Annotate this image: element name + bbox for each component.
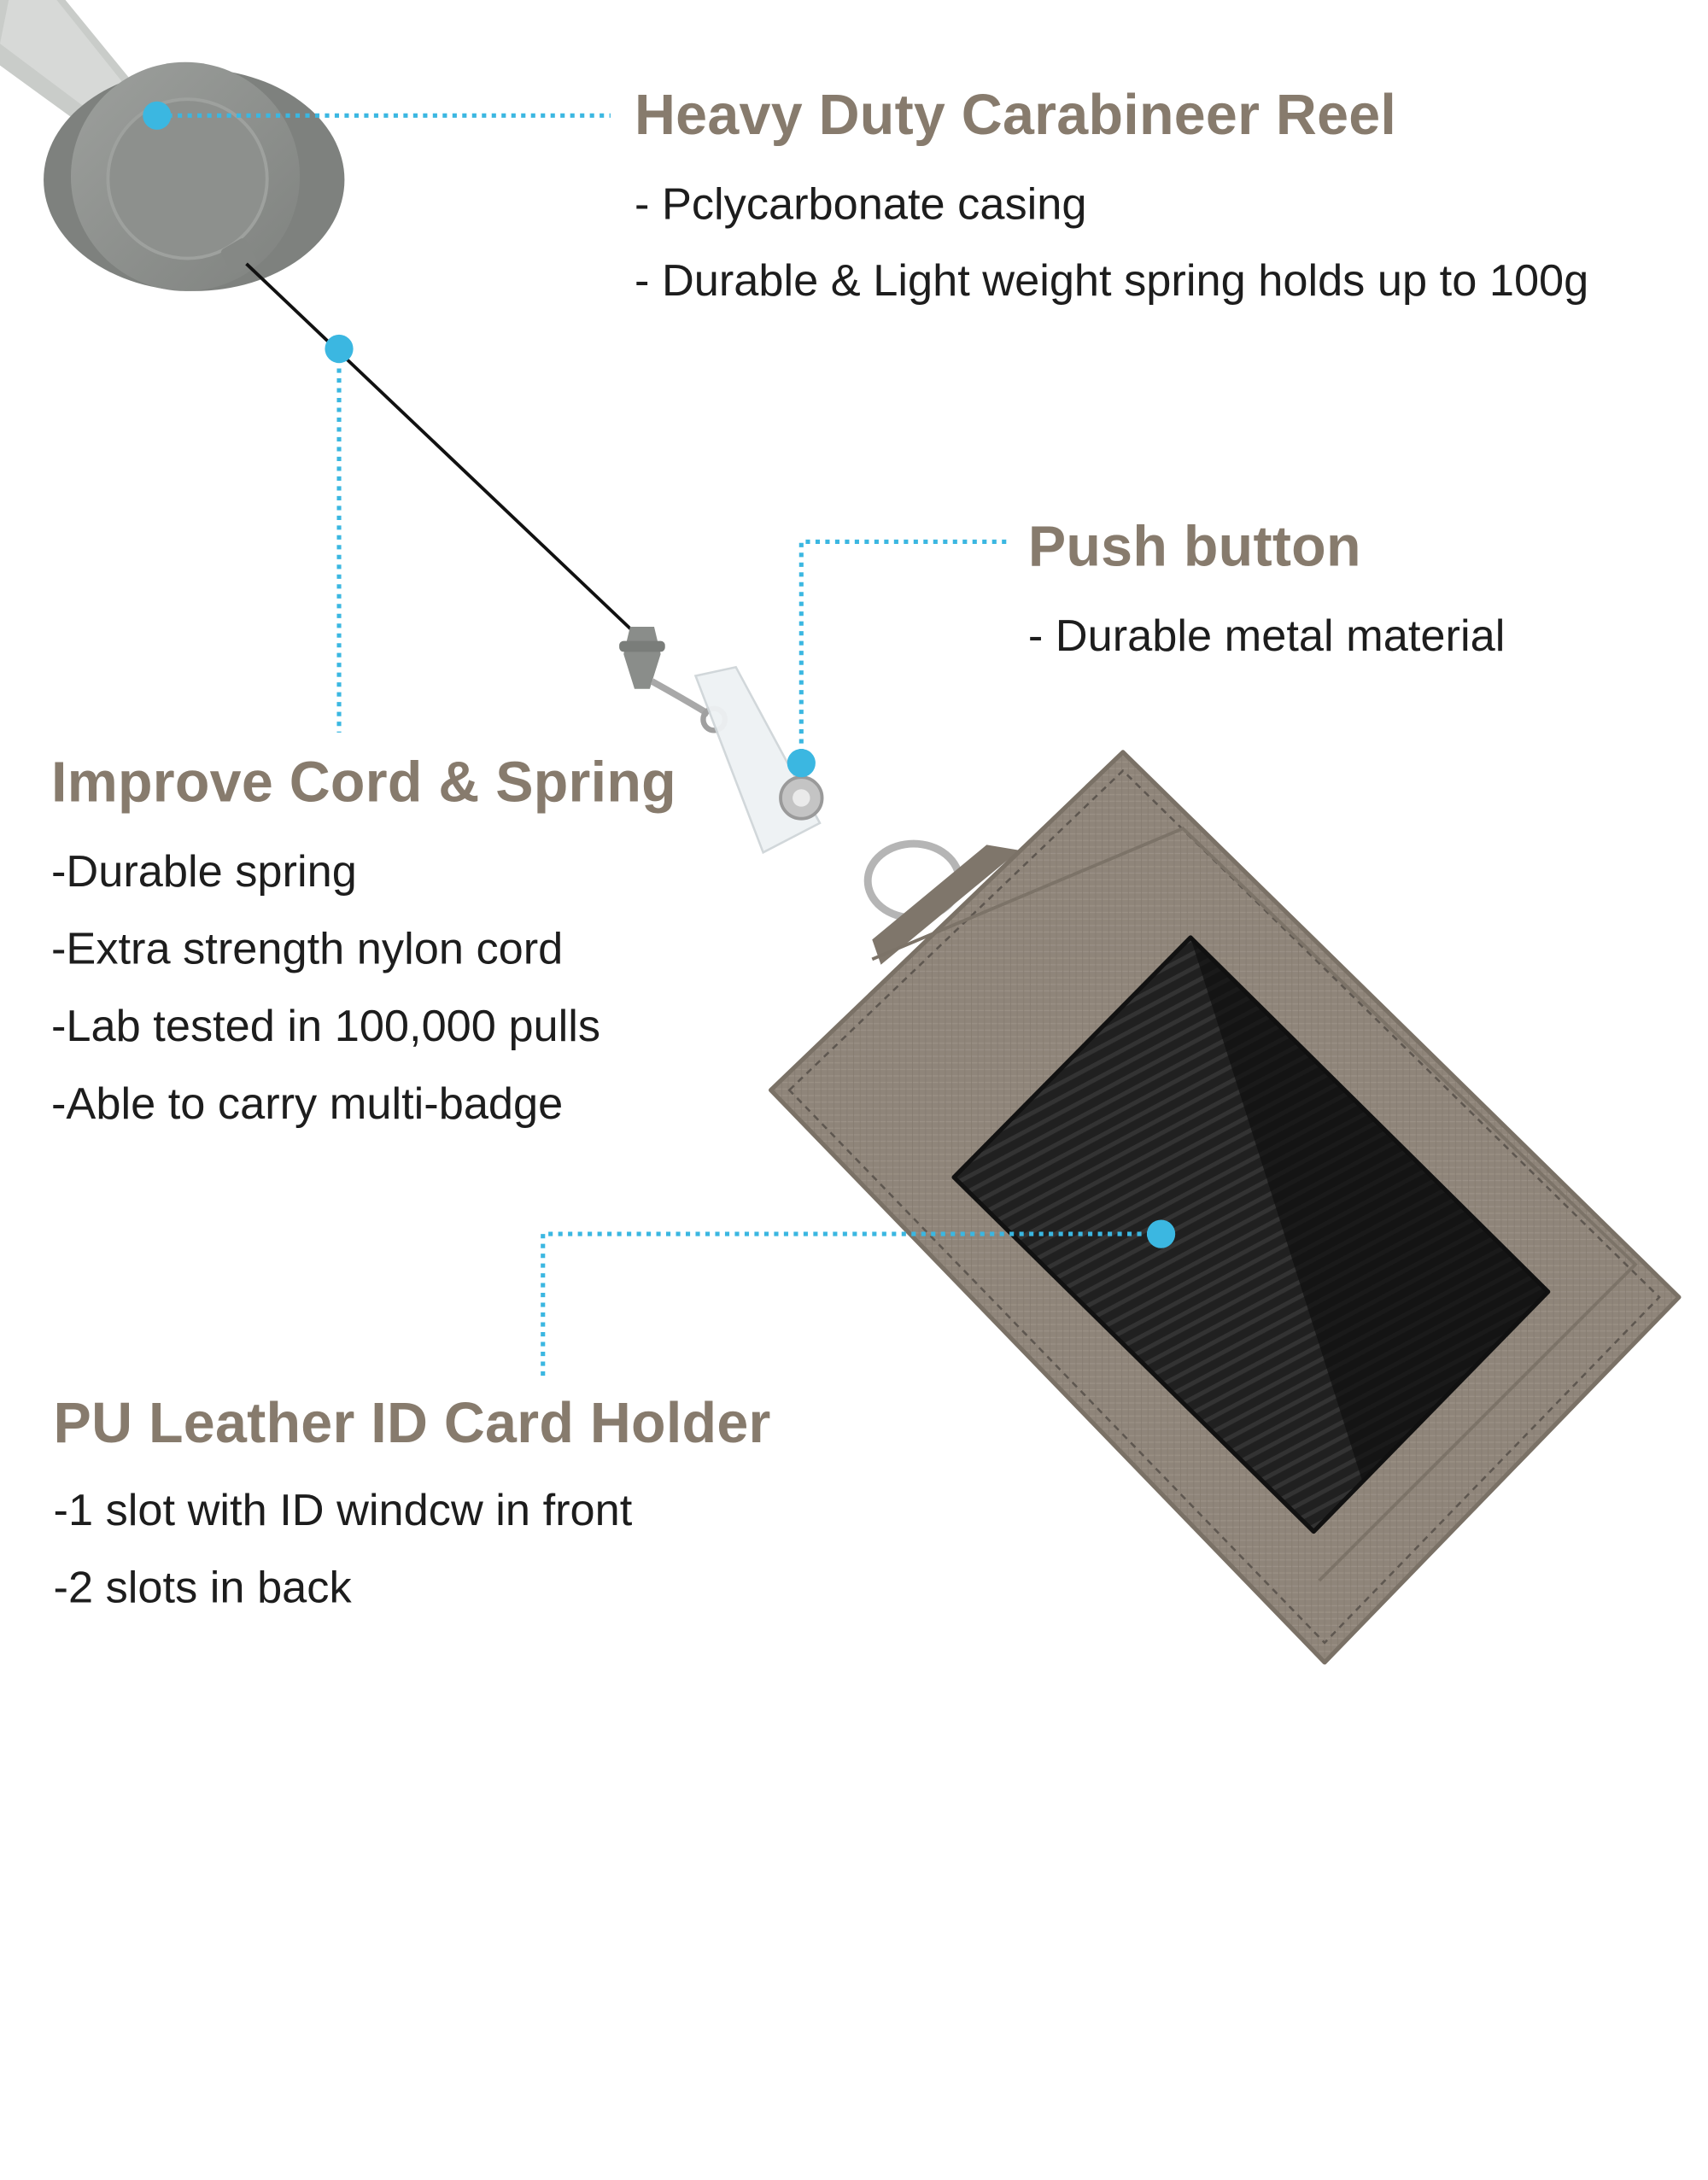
callout-dot-icon [143,101,1176,1248]
carabineer-reel-icon [44,61,345,291]
callout-reel: Heavy Duty Carabineer Reel - Pclycarbona… [634,83,1588,305]
nylon-cord-icon [245,262,645,643]
id-card-holder-icon [769,750,1682,1665]
callout-cord-line-2: -Extra strength nylon cord [51,923,564,974]
callout-push-line-1: - Durable metal material [1027,610,1506,661]
callout-holder-line-2: -2 slots in back [53,1562,352,1613]
product-illustration [0,0,1682,1665]
callout-reel-line-2: - Durable & Light weight spring holds up… [634,254,1589,306]
callout-holder-title: PU Leather ID Card Holder [53,1392,771,1456]
callout-holder-line-1: -1 slot with ID windcw in front [53,1484,633,1535]
callout-cord-line-1: -Durable spring [51,845,357,897]
callout-push-button: Push button - Durable metal material [1027,515,1506,661]
callout-holder: PU Leather ID Card Holder -1 slot with I… [53,1391,771,1612]
callout-cord-line-3: -Lab tested in 100,000 pulls [51,1000,601,1051]
callout-cord: Improve Cord & Spring -Durable spring -E… [51,750,676,1129]
callout-cord-title: Improve Cord & Spring [51,751,676,815]
callout-push-title: Push button [1027,515,1361,579]
callout-reel-title: Heavy Duty Carabineer Reel [634,84,1397,148]
callout-reel-line-1: - Pclycarbonate casing [634,178,1087,230]
callout-cord-line-4: -Able to carry multi-badge [51,1078,564,1129]
